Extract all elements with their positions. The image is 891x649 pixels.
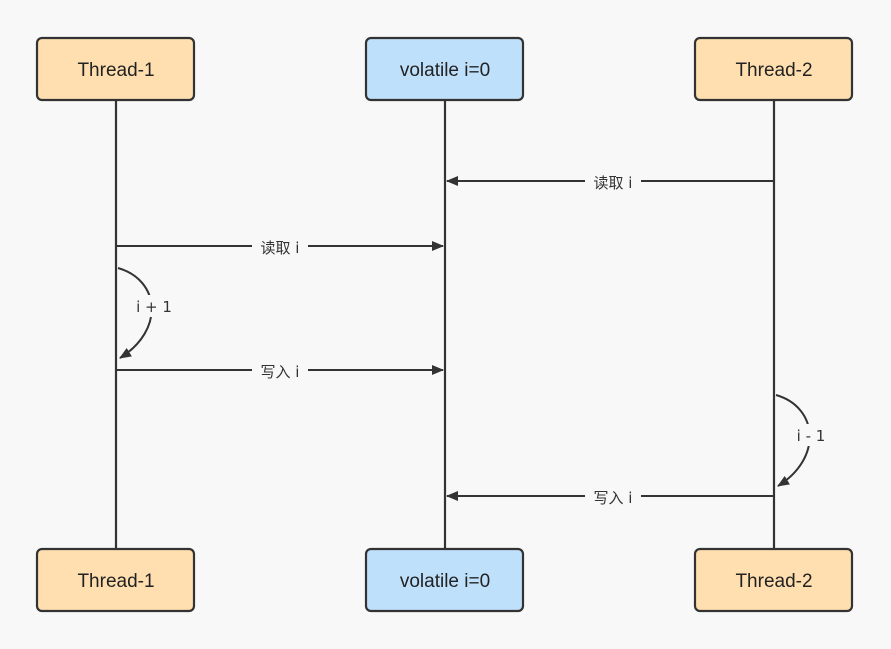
participant-volatile-top-label: volatile i=0: [400, 60, 490, 81]
message-thread-2-write-label: 写入 i: [594, 489, 633, 507]
message-thread-2-write: 写入 i: [446, 486, 774, 508]
participant-volatile-bottom: volatile i=0: [364, 547, 525, 613]
message-thread-1-write: 写入 i: [116, 360, 444, 382]
participant-thread-2-bottom: Thread-2: [693, 547, 854, 613]
participant-thread-1-bottom-label: Thread-1: [77, 571, 154, 592]
message-thread-1-write-label: 写入 i: [261, 363, 300, 381]
participant-thread-1-top-label: Thread-1: [77, 60, 154, 81]
participant-thread-1-bottom: Thread-1: [35, 547, 196, 613]
self-message-thread-2-decrement-label: i - 1: [797, 427, 826, 445]
participant-thread-1-top: Thread-1: [35, 36, 196, 102]
self-message-thread-1-increment: i + 1: [117, 267, 175, 359]
participant-thread-2-top-label: Thread-2: [735, 60, 812, 81]
participant-volatile-bottom-label: volatile i=0: [400, 571, 490, 592]
message-thread-1-read-label: 读取 i: [261, 239, 300, 257]
participant-thread-2-top: Thread-2: [693, 36, 854, 102]
self-message-thread-1-increment-label: i + 1: [136, 298, 172, 316]
participant-thread-2-bottom-label: Thread-2: [735, 571, 812, 592]
message-thread-2-read-label: 读取 i: [594, 174, 633, 192]
self-message-thread-2-decrement: i - 1: [775, 394, 832, 487]
participant-volatile-top: volatile i=0: [364, 36, 525, 102]
message-thread-1-read: 读取 i: [116, 236, 444, 258]
message-thread-2-read: 读取 i: [446, 171, 774, 193]
